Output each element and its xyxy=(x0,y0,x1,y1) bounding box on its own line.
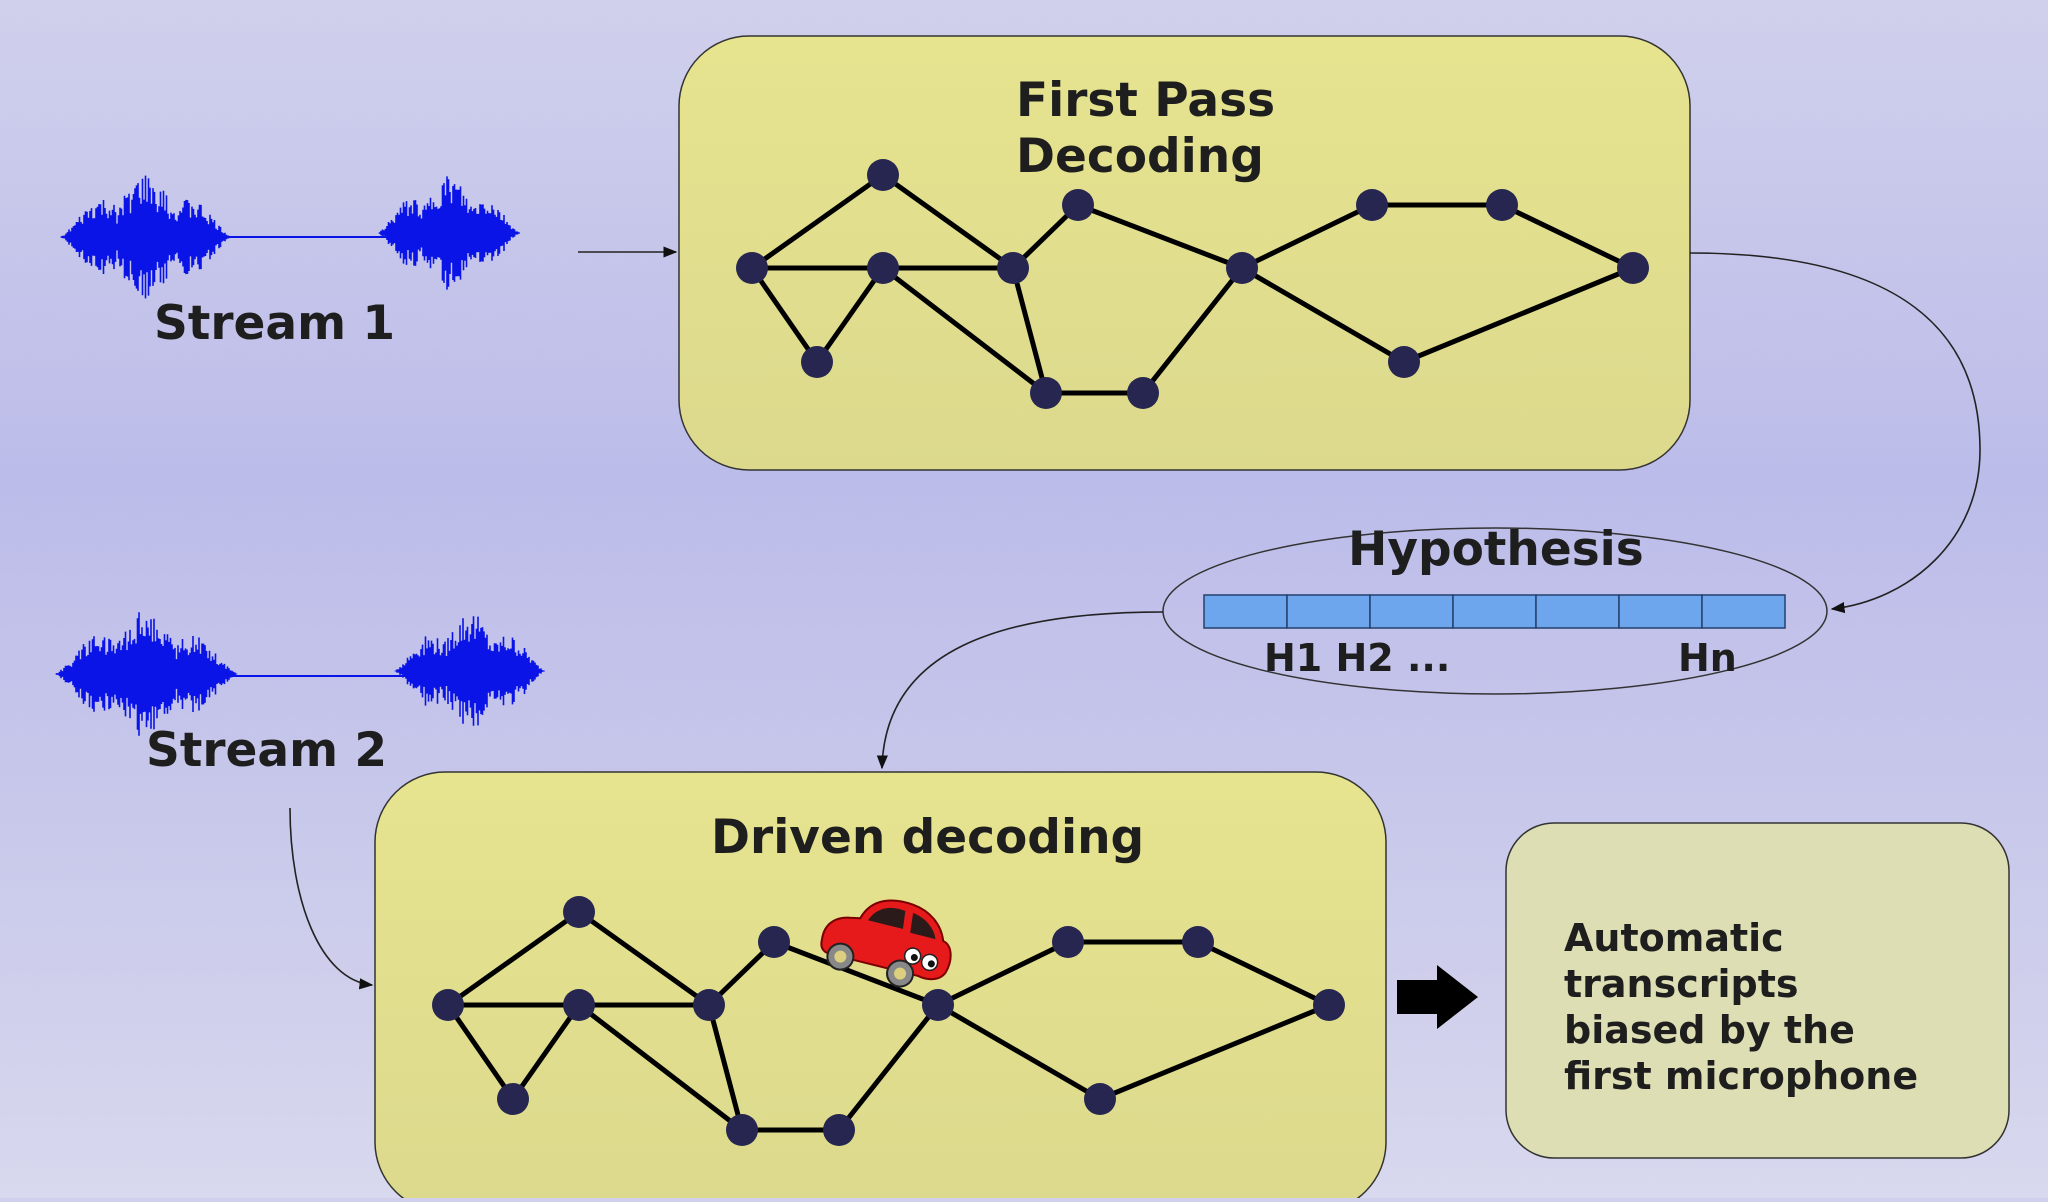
lattice-edge xyxy=(1240,202,1374,271)
lattice-edge xyxy=(750,172,885,271)
lattice-node xyxy=(1062,189,1094,221)
hypothesis-cell xyxy=(1369,594,1454,629)
lattice-edge xyxy=(1010,267,1049,394)
lattice-node xyxy=(736,252,768,284)
result-line: Automatic xyxy=(1564,916,1784,960)
lattice-node xyxy=(432,989,464,1021)
hypothesis-ellipse xyxy=(1162,527,1828,695)
lattice-node xyxy=(1084,1083,1116,1115)
result-line: first microphone xyxy=(1564,1054,1919,1098)
hypothesis-title: Hypothesis xyxy=(1348,522,1644,577)
hypothesis-cell xyxy=(1452,594,1537,629)
stream2-label: Stream 2 xyxy=(146,723,388,778)
hypothesis-cell xyxy=(1286,594,1371,629)
first-pass-title: First Pass Decoding xyxy=(1016,73,1275,185)
lattice-node xyxy=(726,1114,758,1146)
lattice-node xyxy=(1356,189,1388,221)
first-pass-to-hypothesis-arrow xyxy=(1689,252,1981,614)
lattice-node xyxy=(563,896,595,928)
driven-decoding-box xyxy=(374,771,1387,1202)
lattice-node xyxy=(801,346,833,378)
first-pass-title-line1: First Pass xyxy=(1016,73,1276,128)
lattice-edge xyxy=(881,172,1015,271)
stream2-to-driven-arrow xyxy=(289,807,374,990)
hypothesis-to-driven-arrow xyxy=(876,611,1164,770)
lattice-edge xyxy=(837,1003,940,1132)
lattice-node xyxy=(1052,926,1084,958)
lattice-edge xyxy=(445,1003,516,1101)
lattice-edge xyxy=(446,909,581,1008)
driven-lattice xyxy=(432,896,1345,1146)
lattice-node xyxy=(922,989,954,1021)
lattice-node xyxy=(1127,377,1159,409)
lattice-node xyxy=(1617,252,1649,284)
lattice-edge xyxy=(936,939,1070,1008)
lattice-edge xyxy=(936,1002,1102,1102)
hypothesis-vector xyxy=(1203,594,1786,629)
hypothesis-cell xyxy=(1618,594,1703,629)
lattice-node xyxy=(997,252,1029,284)
lattice-edge xyxy=(577,909,711,1008)
lattice-edge xyxy=(881,266,1048,395)
lattice-edge xyxy=(1240,265,1406,365)
result-line: transcripts xyxy=(1564,962,1799,1006)
waveform-icon xyxy=(394,616,545,726)
lattice-node xyxy=(823,1114,855,1146)
lattice-node xyxy=(867,252,899,284)
car-icon xyxy=(820,899,952,988)
driven-decoding-title: Driven decoding xyxy=(711,810,1145,865)
waveform-icon xyxy=(378,176,520,290)
lattice-edge xyxy=(773,939,939,1008)
lattice-node xyxy=(497,1083,529,1115)
lattice-node xyxy=(758,926,790,958)
lattice-edge xyxy=(1196,939,1331,1008)
lattice-edge xyxy=(1141,266,1244,395)
lattice-node xyxy=(1182,926,1214,958)
waveform-icon xyxy=(60,175,400,299)
lattice-node xyxy=(1486,189,1518,221)
lattice-edge xyxy=(1099,1002,1330,1102)
hypothesis-cell xyxy=(1701,594,1786,629)
stream1-label: Stream 1 xyxy=(154,296,396,351)
result-text: Automatic transcripts biased by the firs… xyxy=(1564,915,1918,1099)
lattice-edge xyxy=(1077,202,1243,271)
hypothesis-index-start: H1 H2 ... xyxy=(1264,636,1451,680)
lattice-node xyxy=(1388,346,1420,378)
result-line: biased by the xyxy=(1564,1008,1855,1052)
lattice-node xyxy=(563,989,595,1021)
lattice-node xyxy=(1030,377,1062,409)
lattice-edge xyxy=(1403,265,1634,365)
arrow-right-icon xyxy=(1397,965,1478,1029)
first-pass-title-line2: Decoding xyxy=(1016,129,1264,184)
lattice-node xyxy=(867,159,899,191)
first-pass-lattice xyxy=(736,159,1649,409)
lattice-edge xyxy=(749,266,820,364)
lattice-edge xyxy=(814,266,886,364)
lattice-node xyxy=(693,989,725,1021)
lattice-edge xyxy=(510,1003,582,1101)
lattice-edge xyxy=(706,1004,745,1131)
lattice-node xyxy=(1226,252,1258,284)
lattice-edge xyxy=(577,1003,744,1132)
lattice-node xyxy=(1313,989,1345,1021)
hypothesis-index-end: Hn xyxy=(1678,636,1737,680)
hypothesis-cell xyxy=(1203,594,1288,629)
lattice-edge xyxy=(1500,202,1635,271)
hypothesis-cell xyxy=(1535,594,1620,629)
waveform-icon xyxy=(55,612,420,736)
result-box xyxy=(1505,822,2010,1159)
